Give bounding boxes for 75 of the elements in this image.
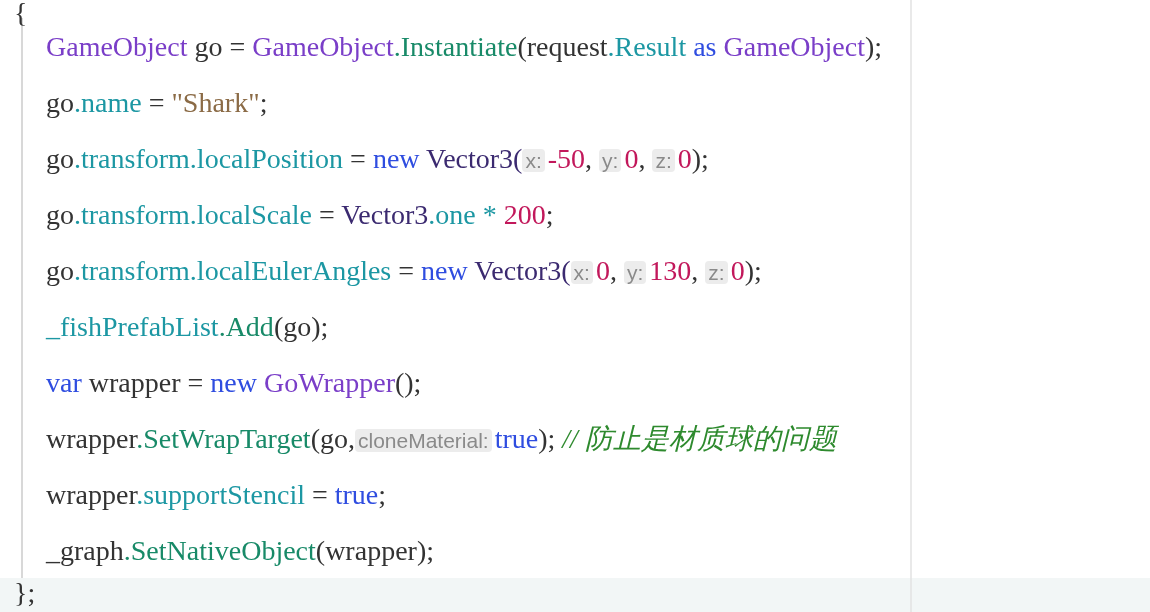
code-text: = bbox=[318, 199, 335, 230]
code-text: go bbox=[46, 87, 74, 118]
code-text: (wrapper); bbox=[315, 535, 434, 566]
code-text: -50 bbox=[547, 143, 586, 174]
code-text: Vector3( bbox=[426, 143, 523, 174]
code-text: (request bbox=[517, 31, 608, 62]
code-text: ); bbox=[865, 31, 883, 62]
code-text: 200 bbox=[503, 199, 546, 230]
code-text: wrapper bbox=[46, 423, 137, 454]
code-text: go bbox=[46, 199, 74, 230]
code-text: go = bbox=[194, 31, 246, 62]
code-text: ; bbox=[378, 479, 387, 510]
code-text: go bbox=[46, 255, 74, 286]
code-text: = bbox=[350, 143, 366, 174]
code-text: Vector3 bbox=[341, 199, 429, 230]
code-text: .supportStencil bbox=[136, 479, 305, 510]
code-text: wrapper bbox=[46, 479, 137, 510]
code-text: .Instantiate bbox=[393, 31, 518, 62]
code-text: true bbox=[334, 479, 379, 510]
code-text: , bbox=[609, 255, 617, 286]
code-text: .SetWrapTarget bbox=[136, 423, 311, 454]
code-text: new bbox=[210, 367, 257, 398]
code-text: Vector3( bbox=[474, 255, 571, 286]
code-text: .Result bbox=[607, 31, 687, 62]
code-text: ; bbox=[545, 199, 554, 230]
code-text: 0 bbox=[595, 255, 610, 286]
code-text: ); bbox=[691, 143, 709, 174]
code-text: _fishPrefabList bbox=[46, 311, 219, 342]
code-text: (go); bbox=[273, 311, 329, 342]
code-text: .Add bbox=[218, 311, 274, 342]
code-text: 0 bbox=[730, 255, 745, 286]
code-text: = bbox=[398, 255, 415, 286]
code-text: GameObject bbox=[46, 31, 188, 62]
code-text: _graph bbox=[46, 535, 124, 566]
code-text: go bbox=[46, 143, 74, 174]
code-text: .transform.localPosition bbox=[74, 143, 344, 174]
parameter-hint: y: bbox=[599, 149, 622, 172]
code-text: , bbox=[585, 143, 593, 174]
parameter-hint: z: bbox=[705, 261, 728, 284]
parameter-hint: x: bbox=[570, 261, 593, 284]
code-text: as bbox=[693, 31, 717, 62]
parameter-hint: z: bbox=[652, 149, 675, 172]
code-text: .SetNativeObject bbox=[123, 535, 316, 566]
parameter-hint: x: bbox=[522, 149, 545, 172]
code-text: .transform.localScale bbox=[74, 199, 312, 230]
code-text: = bbox=[148, 87, 165, 118]
code-text: GoWrapper bbox=[263, 367, 395, 398]
code-text: = bbox=[311, 479, 328, 510]
parameter-hint: y: bbox=[623, 261, 647, 284]
code-text: (go, bbox=[310, 423, 355, 454]
code-text: * bbox=[482, 199, 497, 230]
code-text: 130 bbox=[649, 255, 692, 286]
code-text: true bbox=[494, 423, 539, 454]
code-text: GameObject bbox=[252, 31, 394, 62]
code-text: , bbox=[638, 143, 646, 174]
code-text: ); bbox=[744, 255, 762, 286]
code-text: 0 bbox=[624, 143, 639, 174]
code-text: }; bbox=[14, 577, 36, 608]
code-text: wrapper = bbox=[88, 367, 204, 398]
code-comment: // 防止是材质球的问题 bbox=[562, 423, 837, 454]
code-text: ); bbox=[538, 423, 556, 454]
code-text: 0 bbox=[677, 143, 692, 174]
code-text: "Shark" bbox=[171, 87, 260, 118]
code-text: .transform.localEulerAngles bbox=[74, 255, 392, 286]
code-text: .name bbox=[74, 87, 142, 118]
code-text: new bbox=[421, 255, 468, 286]
code-text: new bbox=[372, 143, 420, 174]
code-text: (); bbox=[394, 367, 422, 398]
code-text: , bbox=[691, 255, 699, 286]
code-text: ; bbox=[259, 87, 268, 118]
code-text: { bbox=[14, 0, 28, 28]
code-text: GameObject bbox=[723, 31, 865, 62]
code-text: var bbox=[46, 367, 82, 398]
code-text: .one bbox=[428, 199, 476, 230]
parameter-hint: cloneMaterial: bbox=[354, 429, 492, 452]
